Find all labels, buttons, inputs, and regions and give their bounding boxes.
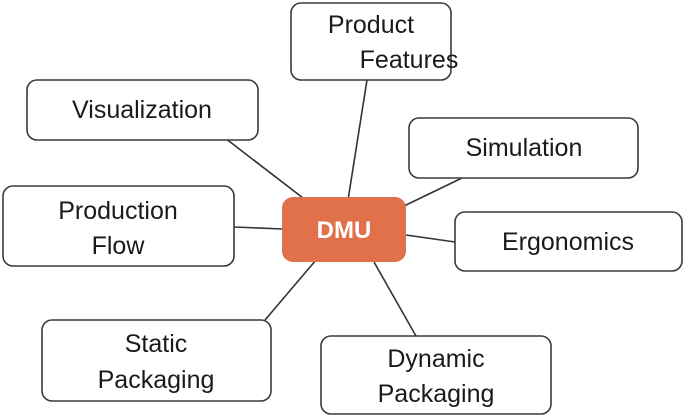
connector-ergonomics [405, 234, 456, 243]
node-static-packaging-line2: Packaging [98, 366, 215, 394]
node-simulation-label: Simulation [466, 134, 583, 162]
center-label: DMU [317, 217, 372, 244]
node-static-packaging-line1: Static [125, 330, 188, 358]
node-simulation: Simulation [408, 117, 639, 179]
node-visualization-label: Visualization [72, 96, 212, 124]
connector-static-packaging [264, 259, 317, 321]
node-ergonomics: Ergonomics [454, 211, 683, 272]
node-static-packaging: Static Packaging [41, 319, 272, 402]
connector-production-flow [233, 226, 283, 230]
node-production-flow-line2: Flow [92, 232, 146, 260]
connectors [224, 79, 463, 337]
node-product-features: Product Features [290, 2, 459, 81]
connector-simulation [403, 177, 463, 207]
connector-product-features [347, 79, 368, 201]
node-production-flow-line1: Production [58, 197, 178, 225]
center-box [282, 197, 406, 262]
node-dynamic-packaging-line1: Dynamic [387, 345, 484, 373]
node-product-features-line2: Features [360, 46, 459, 74]
node-dynamic-packaging-line2: Packaging [378, 380, 495, 408]
node-dynamic-packaging: Dynamic Packaging [320, 335, 552, 415]
center-node-dmu: DMU [282, 197, 406, 262]
connector-dynamic-packaging [373, 261, 417, 337]
node-product-features-line1: Product [328, 11, 414, 39]
node-ergonomics-label: Ergonomics [502, 228, 634, 256]
connector-visualization [224, 137, 304, 199]
node-visualization: Visualization [26, 79, 259, 141]
node-production-flow: Production Flow [2, 185, 235, 267]
